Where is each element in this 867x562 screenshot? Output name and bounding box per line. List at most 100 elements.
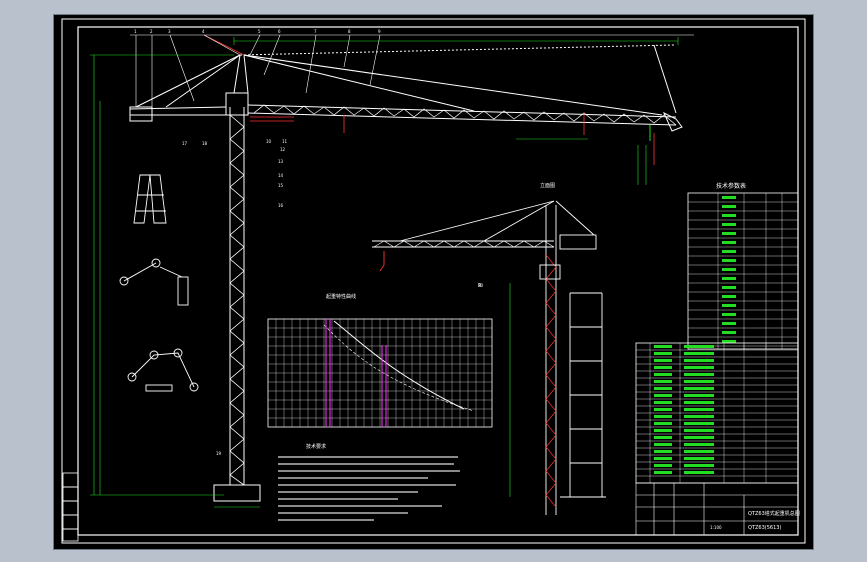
- tech-table: 技术参数表: [687, 182, 799, 350]
- callout-number: 19: [216, 451, 222, 456]
- notes-heading: 技术要求: [306, 443, 326, 450]
- drawing-scale: 1:100: [710, 525, 722, 530]
- parts-cell-text: [684, 408, 714, 411]
- parts-cell-text: [654, 373, 672, 376]
- callout-number: 17: [182, 141, 188, 146]
- parts-cell-text: [684, 464, 714, 467]
- callout-number: 8: [348, 29, 351, 34]
- main-crane: [129, 44, 683, 502]
- parts-cell-text: [684, 401, 714, 404]
- mast-lattice: [229, 114, 245, 486]
- load-curve-2: [323, 324, 475, 412]
- parts-cell-text: [684, 345, 714, 348]
- parts-cell-text: [684, 394, 714, 397]
- parts-cell-text: [654, 450, 672, 453]
- parts-cell-text: [654, 366, 672, 369]
- parts-cell-text: [654, 443, 672, 446]
- table-cell-text: [722, 322, 736, 325]
- drawing-number: QTZ63(5613): [748, 525, 781, 531]
- parts-cell-text: [654, 429, 672, 432]
- table-cell-text: [722, 196, 736, 199]
- parts-cell-text: [654, 422, 672, 425]
- parts-cell-text: [654, 464, 672, 467]
- callout-number: 12: [280, 147, 286, 152]
- callout-number: 11: [282, 139, 288, 144]
- table-cell-text: [722, 205, 736, 208]
- load-chart: 起重特性曲线: [267, 293, 493, 428]
- parts-cell-text: [684, 457, 714, 460]
- table-cell-text: [722, 331, 736, 334]
- callout-number: 13: [278, 159, 284, 164]
- parts-cell-text: [684, 443, 714, 446]
- table-cell-text: [722, 214, 736, 217]
- drawing-frame-outer: [61, 18, 806, 544]
- table-heading: 技术参数表: [716, 182, 746, 190]
- table-cell-text: [722, 340, 736, 343]
- parts-cell-text: [654, 352, 672, 355]
- parts-cell-text: [654, 457, 672, 460]
- callout-number: 15: [278, 183, 284, 188]
- callout-number: 10: [266, 139, 272, 144]
- callout-number: 14: [278, 173, 284, 178]
- callout-number: 20: [478, 283, 484, 288]
- drawing-title: QTZ63塔式起重机总图: [748, 510, 800, 517]
- parts-cell-text: [654, 394, 672, 397]
- table-cell-text: [722, 223, 736, 226]
- callout-number: 18: [202, 141, 208, 146]
- table-cell-text: [722, 259, 736, 262]
- parts-cell-text: [654, 387, 672, 390]
- parts-cell-text: [654, 415, 672, 418]
- callout-number: 7: [314, 29, 317, 34]
- parts-cell-text: [654, 359, 672, 362]
- callout-number: 9: [378, 29, 381, 34]
- side-view-label: 立面图: [540, 182, 555, 189]
- parts-cell-text: [684, 373, 714, 376]
- callout-number: 4: [202, 29, 205, 34]
- side-elevation: [372, 200, 606, 515]
- table-cell-text: [722, 286, 736, 289]
- label-r: R: [478, 283, 482, 289]
- jib-lattice: [253, 104, 677, 126]
- crane-foundation: [213, 484, 261, 502]
- parts-cell-text: [684, 436, 714, 439]
- parts-cell-text: [684, 422, 714, 425]
- parts-cell-text: [684, 366, 714, 369]
- cad-viewport[interactable]: 起重特性曲线 技术要求 立面图 R 技术参数表: [53, 14, 814, 550]
- callout-number: 6: [278, 29, 281, 34]
- notes-block: 技术要求: [278, 443, 460, 521]
- table-cell-text: [722, 232, 736, 235]
- parts-cell-text: [654, 408, 672, 411]
- parts-cell-text: [654, 401, 672, 404]
- parts-cell-text: [684, 429, 714, 432]
- parts-cell-text: [684, 380, 714, 383]
- parts-list: [635, 342, 799, 484]
- table-cell-text: [722, 241, 736, 244]
- load-curve-1: [333, 320, 465, 410]
- table-cell-text: [722, 250, 736, 253]
- table-cell-text: [722, 268, 736, 271]
- table-cell-text: [722, 295, 736, 298]
- red-marks: [203, 34, 655, 165]
- title-block: [635, 482, 799, 536]
- table-cell-text: [722, 313, 736, 316]
- callout-number: 3: [168, 29, 171, 34]
- table-cell-text: [722, 304, 736, 307]
- callout-number: 1: [134, 29, 137, 34]
- parts-cell-text: [684, 415, 714, 418]
- parts-cell-text: [684, 387, 714, 390]
- parts-cell-text: [684, 359, 714, 362]
- callout-number: 5: [258, 29, 261, 34]
- parts-cell-text: [654, 436, 672, 439]
- crane-drawing: 起重特性曲线 技术要求 立面图 R 技术参数表: [61, 18, 806, 544]
- left-strip: [62, 472, 79, 542]
- parts-cell-text: [684, 471, 714, 474]
- chart-heading: 起重特性曲线: [326, 293, 356, 300]
- parts-cell-text: [654, 471, 672, 474]
- parts-cell-text: [684, 450, 714, 453]
- parts-cell-text: [654, 345, 672, 348]
- callout-number: 16: [278, 203, 284, 208]
- parts-cell-text: [684, 352, 714, 355]
- table-cell-text: [722, 277, 736, 280]
- parts-cell-text: [654, 380, 672, 383]
